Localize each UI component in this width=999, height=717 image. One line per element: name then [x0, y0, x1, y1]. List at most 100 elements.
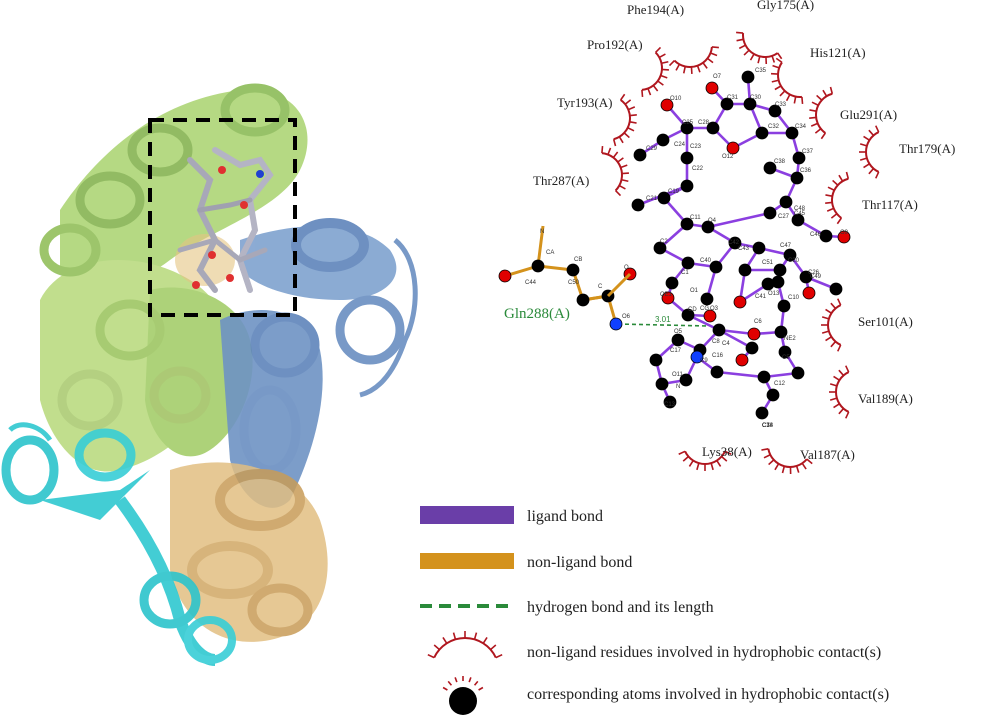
atom-carbon [700, 292, 714, 306]
atom-label: O9 [840, 230, 849, 236]
atom-label: NE2 [784, 336, 796, 342]
atom-label: C [598, 284, 603, 290]
atom-carbon [791, 213, 805, 227]
hydrophobic-arc-7 [601, 146, 629, 197]
hydrogen-bond [617, 323, 709, 327]
legend-atom-lash [442, 686, 448, 691]
hydrophobic-arc-5 [809, 86, 834, 140]
atom-label: C43 [738, 246, 750, 252]
atom-oxygen [733, 295, 747, 309]
residue-label: Ser101(A) [858, 314, 913, 329]
atom-label: C31 [727, 95, 739, 101]
atom-carbon [720, 97, 734, 111]
atom-nitrogen [690, 350, 704, 364]
atom-label: C21 [646, 196, 658, 202]
atom-carbon [819, 229, 833, 243]
atom-label: CG [700, 306, 709, 312]
atom-oxygen [802, 286, 816, 300]
atom-carbon [680, 179, 694, 193]
atom-label: C23 [690, 144, 702, 150]
ligand-sticks [177, 147, 274, 293]
residue-label: Val187(A) [800, 447, 855, 462]
atom-label: O3 [710, 306, 719, 312]
atom-nitrogen [609, 317, 623, 331]
atom-oxygen [660, 98, 674, 112]
atom-label: C14 [762, 423, 774, 429]
atom-oxygen [661, 291, 675, 305]
atom-carbon [757, 370, 771, 384]
atom-label: C10 [788, 295, 800, 301]
hydrophobic-arc-1 [736, 31, 783, 65]
atom-label: C12 [774, 381, 786, 387]
residue-label: Lys38(A) [702, 444, 752, 459]
legend-swatch-ligand-bond [420, 506, 514, 524]
atom-label: C17 [670, 348, 682, 354]
atom-label: C36 [800, 168, 812, 174]
atom-carbon [768, 104, 782, 118]
helix-region-tan [170, 234, 328, 642]
residue-label: Phe194(A) [627, 2, 684, 17]
legend-atom-lash [473, 680, 479, 686]
residue-labels: Phe194(A)Gly175(A)Pro192(A)His121(A)Tyr1… [533, 0, 955, 462]
atom-label: C51 [762, 260, 774, 266]
hbond-residue-label: Gln288(A) [504, 306, 570, 322]
hbond-length: 3.01 [655, 315, 671, 324]
atom-oxygen [705, 81, 719, 95]
atom-label: O13 [768, 291, 780, 297]
atom-label: C46 [810, 232, 822, 238]
atom-label: C2 [660, 239, 668, 245]
atom-label: O5 [674, 329, 683, 335]
atom-nodes [498, 70, 851, 420]
legend-atom-lash [447, 680, 453, 686]
atom-carbon [738, 263, 752, 277]
atom-carbon [799, 270, 813, 284]
legend-label-hydrophobic-residues: non-ligand residues involved in hydropho… [527, 644, 881, 661]
atom-carbon [743, 97, 757, 111]
legend-atom-lash [478, 686, 484, 691]
atom-label: C47 [780, 243, 792, 249]
atom-carbon [763, 161, 777, 175]
atom-label: C9 [700, 358, 708, 364]
residue-label: Thr287(A) [533, 173, 589, 188]
atom-carbon [745, 341, 759, 355]
atom-label: C48 [794, 206, 806, 212]
atom-label: C24 [674, 142, 686, 148]
atom-oxygen [747, 327, 761, 341]
atom-carbon [655, 377, 669, 391]
hydrophobic-arc-0 [668, 46, 719, 74]
residue-label: Tyr193(A) [557, 95, 612, 110]
hydrophobic-arc-4 [612, 93, 637, 147]
atom-carbon [771, 275, 785, 289]
atom-label: C6 [754, 319, 762, 325]
legend-label-nonligand-bond: non-ligand bond [527, 554, 632, 571]
atom-label: O6 [622, 314, 631, 320]
atom-label: C34 [795, 124, 807, 130]
legend: ligand bond non-ligand bond hydrogen bon… [420, 506, 889, 715]
atom-label: O1 [690, 288, 699, 294]
hydrophobic-arc-9 [821, 298, 842, 352]
residue-label: Glu291(A) [840, 107, 897, 122]
atom-carbon [531, 259, 545, 273]
atom-carbon [785, 126, 799, 140]
atom-label: C33 [775, 102, 787, 108]
legend-label-ligand-bond: ligand bond [527, 508, 603, 525]
atom-carbon [741, 70, 755, 84]
atom-label: O11 [672, 372, 684, 378]
residue-label: Pro192(A) [587, 37, 643, 52]
nonligand-bond-line [606, 272, 632, 298]
atom-carbon [576, 293, 590, 307]
atom-carbon [679, 373, 693, 387]
atom-carbon [665, 276, 679, 290]
atom-carbon [709, 260, 723, 274]
atom-carbon [712, 323, 726, 337]
atom-label: C35 [755, 68, 767, 74]
atom-label: C16 [712, 353, 724, 359]
atom-label: C8 [712, 339, 720, 345]
atom-label: C38 [774, 159, 786, 165]
atom-label: CD [688, 307, 697, 313]
atom-label: C18 [762, 423, 774, 429]
legend-arc-shape [427, 631, 503, 659]
legend-swatch-nonligand-bond [420, 553, 514, 569]
atom-carbon [779, 195, 793, 209]
atom-carbon [680, 217, 694, 231]
